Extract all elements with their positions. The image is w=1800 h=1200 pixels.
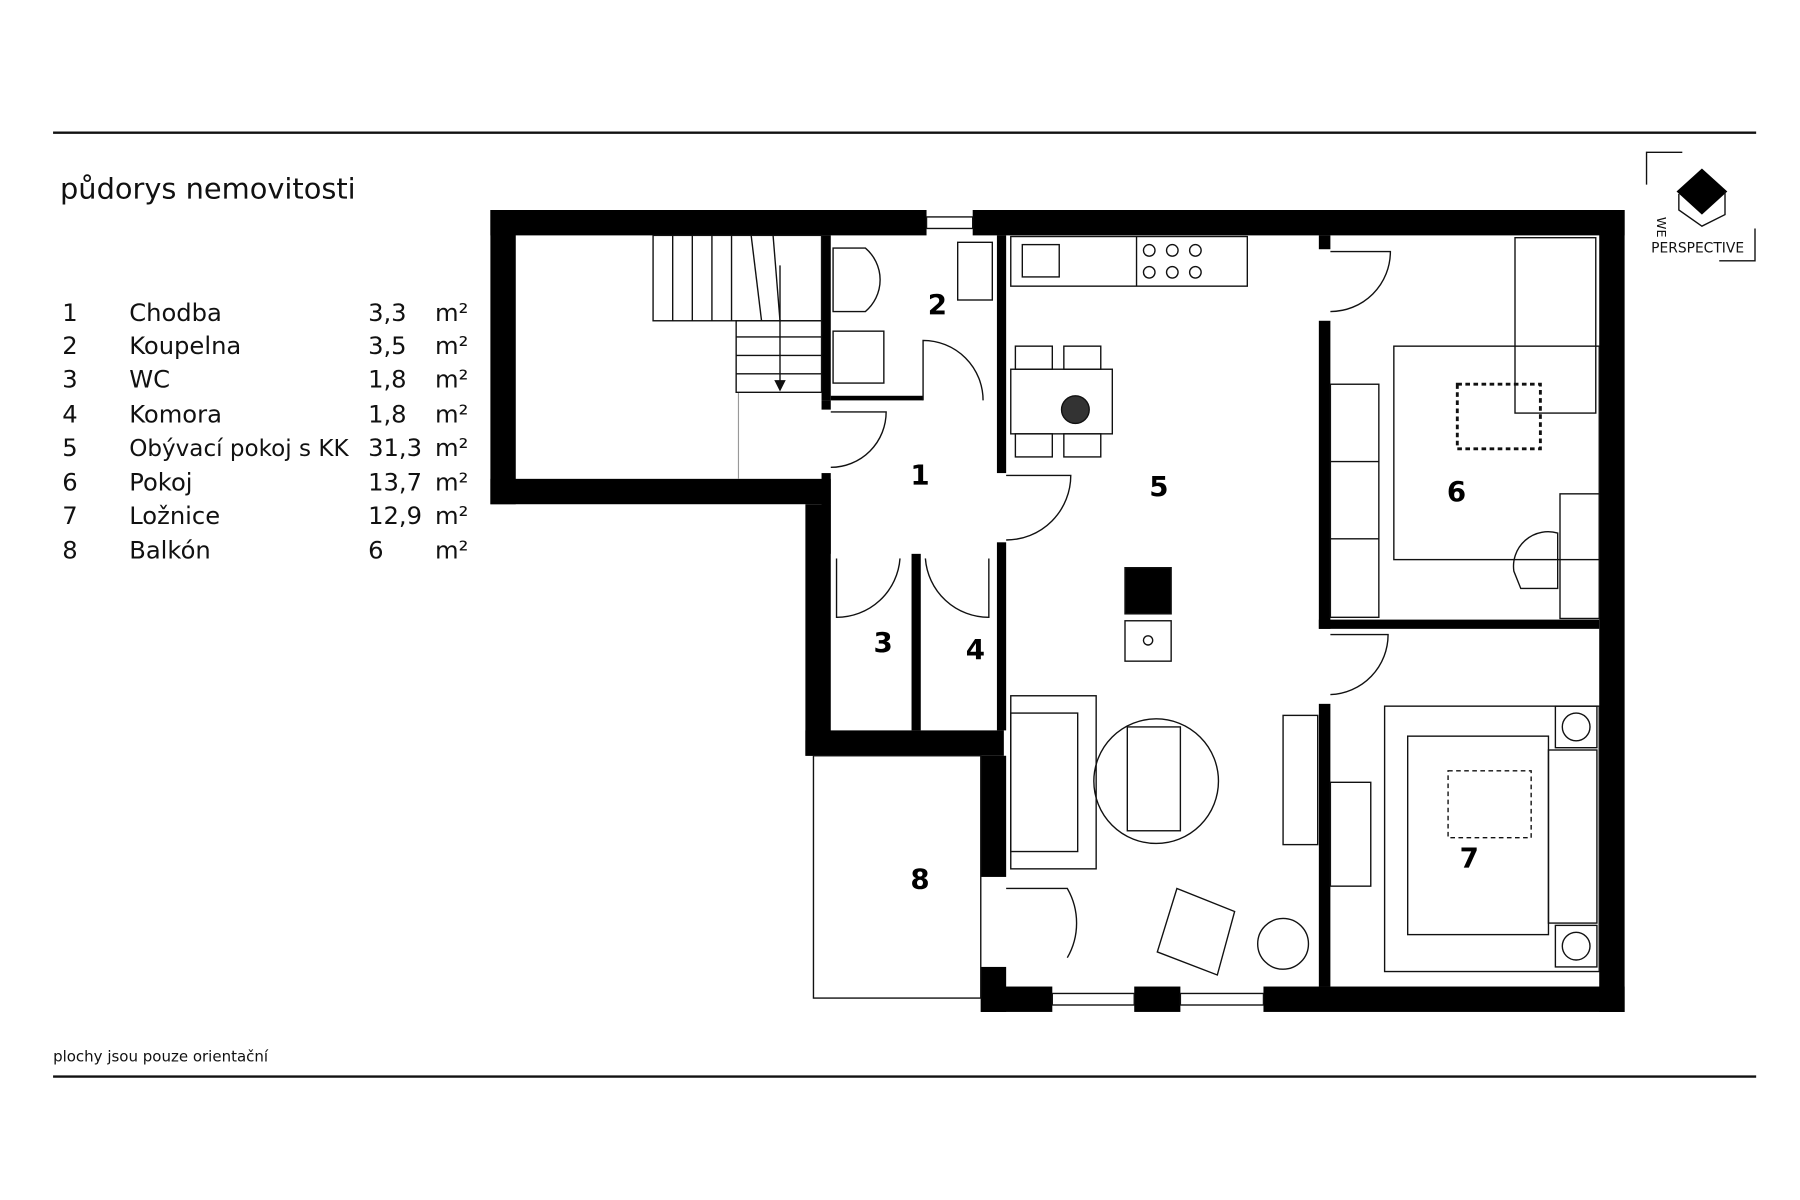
- svg-text:m²: m²: [435, 502, 468, 530]
- svg-text:1,8: 1,8: [368, 400, 407, 428]
- svg-text:Obývací pokoj s KK: Obývací pokoj s KK: [129, 436, 349, 462]
- svg-text:m²: m²: [435, 332, 468, 360]
- svg-text:5: 5: [1149, 470, 1168, 503]
- svg-text:1: 1: [62, 299, 77, 327]
- house-icon: [1676, 168, 1728, 215]
- room-7-furniture: [1329, 705, 1600, 973]
- svg-text:Chodba: Chodba: [129, 299, 222, 327]
- svg-text:31,3: 31,3: [368, 434, 422, 462]
- kitchen: [1010, 235, 1248, 458]
- legend-row: 3 WC 1,8 m²: [62, 366, 468, 394]
- svg-text:Pokoj: Pokoj: [129, 468, 192, 496]
- room-legend: 1 Chodba 3,3 m² 2 Koupelna 3,5 m² 3 WC 1…: [62, 299, 468, 565]
- svg-text:m²: m²: [435, 536, 468, 564]
- svg-text:Balkón: Balkón: [129, 536, 211, 564]
- svg-text:m²: m²: [435, 366, 468, 394]
- room-numbers: 1 2 3 4 5 6 7 8: [873, 288, 1478, 896]
- walls: [490, 210, 1625, 1012]
- room-6-furniture: [1329, 237, 1600, 620]
- svg-text:Koupelna: Koupelna: [129, 332, 241, 360]
- svg-text:3: 3: [62, 366, 77, 394]
- svg-text:2: 2: [62, 332, 77, 360]
- living-furniture: [1010, 567, 1319, 976]
- svg-text:12,9: 12,9: [368, 502, 422, 530]
- page-title: půdorys nemovitosti: [60, 171, 356, 205]
- svg-text:3,5: 3,5: [368, 332, 407, 360]
- svg-text:4: 4: [966, 633, 985, 666]
- svg-text:6: 6: [1447, 475, 1466, 508]
- svg-text:Ložnice: Ložnice: [129, 502, 220, 530]
- doors: [812, 250, 1392, 999]
- svg-text:7: 7: [62, 502, 77, 530]
- legend-row: 8 Balkón 6 m²: [62, 536, 468, 564]
- svg-text:WE: WE: [1654, 217, 1669, 238]
- svg-text:8: 8: [910, 862, 929, 895]
- windows: [737, 216, 1265, 1006]
- we-perspective-logo: WE PERSPECTIVE: [1645, 151, 1756, 262]
- svg-text:3: 3: [873, 626, 892, 659]
- svg-text:13,7: 13,7: [368, 468, 422, 496]
- svg-text:5: 5: [62, 434, 77, 462]
- svg-text:m²: m²: [435, 299, 468, 327]
- svg-text:6: 6: [62, 468, 77, 496]
- svg-text:8: 8: [62, 536, 77, 564]
- legend-row: 7 Ložnice 12,9 m²: [62, 502, 468, 530]
- legend-row: 1 Chodba 3,3 m²: [62, 299, 468, 327]
- legend-row: 4 Komora 1,8 m²: [62, 400, 468, 428]
- svg-text:m²: m²: [435, 400, 468, 428]
- legend-row: 6 Pokoj 13,7 m²: [62, 468, 468, 496]
- svg-text:3,3: 3,3: [368, 299, 407, 327]
- svg-text:m²: m²: [435, 468, 468, 496]
- svg-text:WC: WC: [129, 366, 170, 394]
- svg-text:2: 2: [928, 288, 947, 321]
- bathroom-fixtures: [832, 241, 993, 384]
- svg-text:4: 4: [62, 400, 77, 428]
- legend-row: 5 Obývací pokoj s KK 31,3 m²: [62, 434, 468, 462]
- staircase: [652, 234, 823, 393]
- footnote: plochy jsou pouze orientační: [53, 1048, 269, 1066]
- svg-text:7: 7: [1460, 842, 1479, 875]
- svg-text:PERSPECTIVE: PERSPECTIVE: [1651, 241, 1744, 257]
- svg-text:6: 6: [368, 536, 383, 564]
- svg-text:Komora: Komora: [129, 400, 222, 428]
- svg-text:1: 1: [910, 459, 929, 492]
- legend-row: 2 Koupelna 3,5 m²: [62, 332, 468, 360]
- svg-text:1,8: 1,8: [368, 366, 407, 394]
- svg-text:m²: m²: [435, 434, 468, 462]
